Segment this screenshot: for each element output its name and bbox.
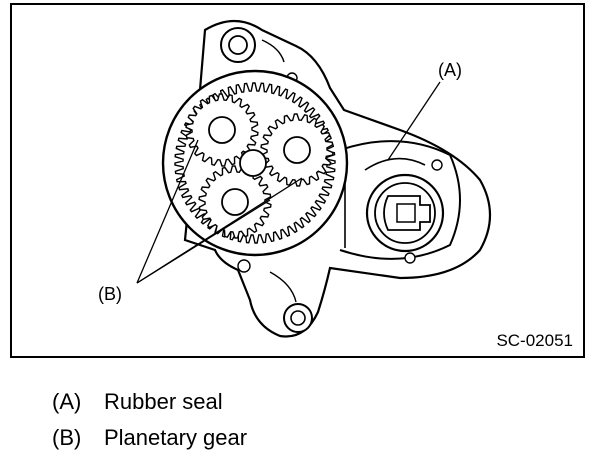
legend-label-a: Rubber seal: [104, 389, 223, 414]
planetary-gear-1: [185, 93, 259, 167]
legend-row-b: (B) Planetary gear: [52, 425, 247, 451]
callout-b: (B): [98, 284, 122, 304]
leader-a: [387, 81, 441, 161]
rubber-seal: [339, 140, 461, 264]
figure-code: SC-02051: [496, 331, 573, 350]
figure-frame: [10, 3, 585, 358]
planetary-gear-2: [260, 113, 334, 187]
leader-b3: [136, 177, 303, 284]
leader-b1: [136, 139, 199, 284]
legend-key-a: (A): [52, 389, 82, 414]
callout-a: (A): [438, 60, 462, 80]
sun-gear: [239, 149, 267, 177]
planetary-gear-3: [198, 165, 272, 239]
motor-gear-diagram: (A) (B) SC-02051: [98, 19, 573, 350]
legend-label-b: Planetary gear: [104, 425, 248, 450]
legend-key-b: (B): [52, 425, 82, 450]
legend-row-a: (A) Rubber seal: [52, 389, 223, 415]
